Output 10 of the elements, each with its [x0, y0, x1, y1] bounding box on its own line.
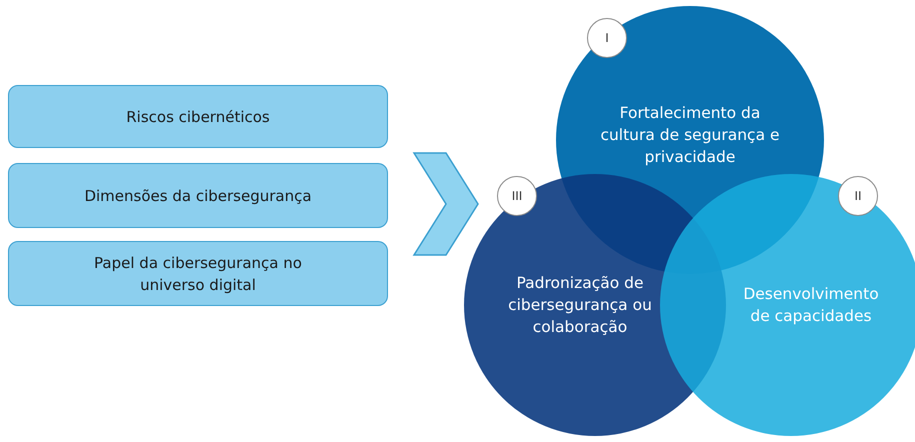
numeral-badge: III	[497, 176, 537, 216]
topic-box: Riscos cibernéticos	[8, 85, 388, 148]
circle-label: Fortalecimento da cultura de segurança e privacidade	[599, 103, 781, 168]
numeral-badge: II	[838, 176, 878, 216]
numeral-badge: I	[587, 18, 627, 58]
topic-box: Papel da cibersegurança no universo digital	[8, 241, 388, 306]
chevron-arrow	[412, 152, 479, 256]
circle-label: Padronização de cibersegurança ou colaboração	[507, 273, 653, 338]
circle-label: Desenvolvimento de capacidades	[742, 284, 880, 327]
topic-box: Dimensões da cibersegurança	[8, 163, 388, 228]
